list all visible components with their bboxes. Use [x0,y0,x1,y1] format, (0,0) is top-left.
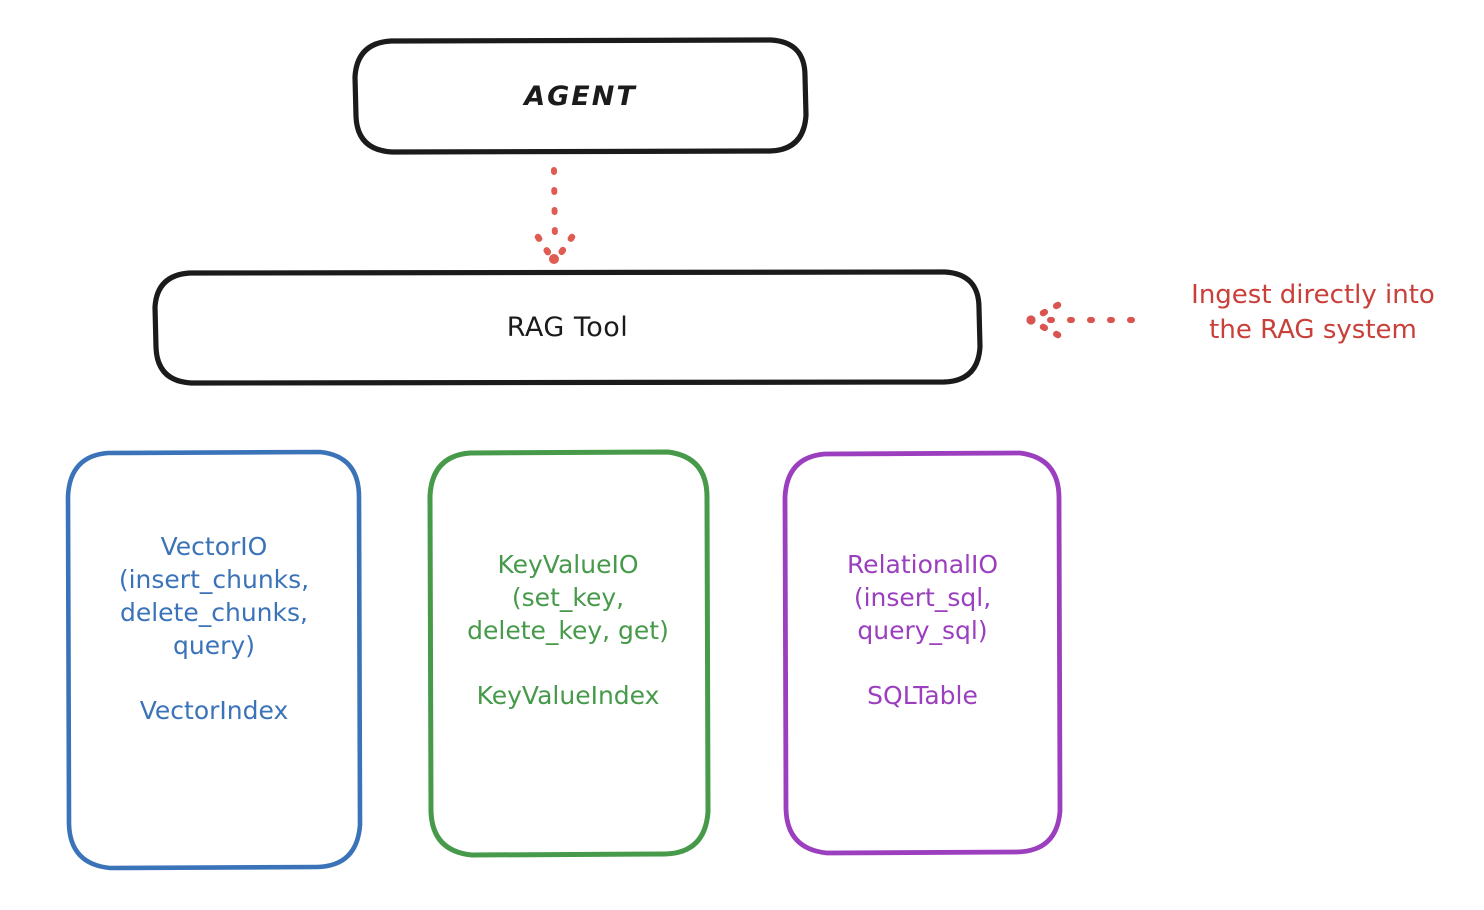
rag-tool-box-shape[interactable] [152,269,983,386]
agent-to-rag-connector [534,167,576,264]
ingest-note-connector [1026,301,1135,339]
key-value-io-box-shape[interactable] [427,449,711,858]
relational-io-box-shape[interactable] [782,450,1063,856]
vector-io-box-shape[interactable] [65,449,363,871]
agent-box-shape[interactable] [352,37,809,155]
